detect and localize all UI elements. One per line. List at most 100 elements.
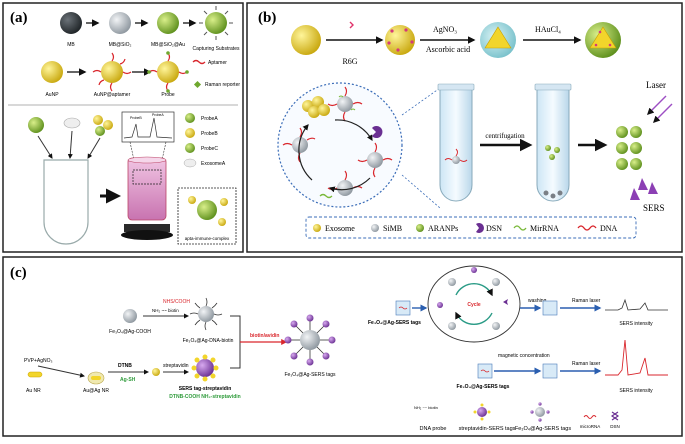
label-r6g: R6G — [342, 57, 357, 66]
label-fe-sers-top: Fe₃O₄@Ag-SERS tags — [368, 320, 421, 326]
tube-2 — [534, 83, 572, 202]
label-probe: Probe — [161, 92, 175, 98]
tube-1 — [437, 83, 475, 202]
label-sers-tag: SERS tag-streptavidin — [179, 386, 232, 392]
laser-arrows — [647, 95, 673, 123]
label-haucl4: HAuCl₄ — [535, 25, 561, 34]
spectrum-bottom — [605, 339, 668, 376]
label-mb-sio2: MB@SiO₂ — [109, 42, 132, 48]
exosome-cluster — [302, 96, 330, 118]
label-pvp: PVP+AgNO₃ — [24, 358, 53, 364]
cuvette-top — [542, 300, 558, 316]
legend-dna: DNA — [600, 224, 618, 233]
legend-dsn-c: DSN — [610, 424, 620, 429]
label-magnetic: magnetic concentration — [498, 353, 550, 359]
probe-icon — [147, 51, 189, 93]
label-raman-2: Raman laser — [572, 361, 601, 367]
magnet-tube — [121, 156, 173, 240]
label-aunp-aptamer: AuNP@aptamer — [94, 92, 131, 98]
probe-list-exosome: ExosomeA — [201, 161, 226, 167]
aptamer-icon — [192, 59, 206, 65]
label-centrifugation: centrifugation — [485, 132, 525, 140]
legend-mini: NH₂ ~~ biotin — [414, 405, 438, 410]
label-mb: MB — [67, 42, 75, 48]
arrow-icon — [37, 135, 53, 159]
label-dtnb-cooh: DTNB-COOH NH₂-streptavidin — [169, 394, 240, 400]
spectrum-inset: ProbeB ProbeA — [121, 111, 175, 143]
gold-nanoparticle — [291, 25, 321, 55]
label-au-nr: Au NR — [26, 388, 41, 394]
label-ag-sh: Ag-SH — [120, 377, 136, 383]
legend-box — [305, 216, 637, 239]
legend-dsn: DSN — [486, 224, 502, 233]
label-sers-intensity-1: SERS intensity — [619, 321, 653, 327]
label-au-ag-nr: Au@Ag NR — [83, 388, 109, 394]
sers-emission — [630, 178, 658, 200]
magnet-box-bottom — [477, 363, 493, 379]
label-agno3: AgNO₃ — [433, 25, 457, 34]
complex-box: apta-immune-complex — [177, 187, 237, 245]
r6g-gold-particle — [385, 25, 415, 55]
mb-sio2-sphere — [109, 12, 131, 34]
panel-c: (c) Fe₃O₄@Ag-COOH NHS/COOH NH₂ ~~ biotin… — [2, 256, 683, 437]
mb-sio2-au-sphere — [157, 12, 179, 34]
legend-streptavidin-icon — [473, 403, 491, 421]
panel-b-letter: (b) — [258, 10, 276, 26]
mixture-spheres — [28, 115, 113, 136]
mb-sphere — [60, 12, 82, 34]
legend-aptamer: Aptamer — [208, 60, 227, 66]
raman-reporter-icon — [193, 80, 202, 89]
probe-list-a: ProbeA — [201, 116, 218, 122]
label-cycle: Cycle — [467, 302, 481, 308]
cuvette-bottom — [542, 363, 558, 379]
spectrum-top — [605, 298, 668, 311]
label-streptavidin: streptavidin — [163, 363, 189, 369]
legend-mirrna: MirRNA — [530, 224, 559, 233]
r6g-icon — [349, 21, 354, 29]
label-fe-dna: Fe₃O₄@Ag-DNA-biotin — [183, 338, 234, 344]
capturing-substrate-icon — [199, 6, 233, 40]
panel-a: (a) MB MB@SiO₂ MB@SiO₂@Au Capturing Subs… — [2, 2, 244, 253]
ag-shell-particle — [480, 22, 516, 58]
label-nhs: NHS/COOH — [163, 299, 190, 305]
legend-dna-probe: DNA probe — [420, 426, 447, 432]
fe-dna-biotin — [189, 297, 223, 331]
au-ag-nr — [87, 371, 105, 385]
label-mb-sio2-au: MB@SiO₂@Au — [151, 42, 185, 48]
sers-tag-particle — [191, 354, 219, 382]
label-nh2-biotin: NH₂ ~~ biotin — [152, 308, 179, 313]
panel-c-letter: (c) — [10, 265, 27, 281]
spectrum-label-a: ProbeA — [152, 113, 164, 117]
probe-list-b: ProbeB — [201, 131, 218, 137]
aunp-aptamer-icon — [92, 52, 132, 92]
label-biotin-avidin: biotin/avidin — [250, 333, 279, 339]
aranp-cluster — [616, 126, 642, 170]
au-nr-rod — [27, 371, 43, 378]
label-washing: washing — [528, 298, 547, 304]
label-laser: Laser — [646, 80, 666, 90]
label-capturing: Capturing Substrates — [193, 46, 240, 52]
legend-aranps: ARANPs — [428, 224, 458, 233]
arrow-icon — [67, 130, 73, 159]
label-aunp: AuNP — [45, 92, 59, 98]
legend-streptavidin-tags: streptavidin-SERS tags — [459, 426, 516, 432]
legend-raman: Raman reporter — [205, 82, 240, 88]
label-sers-b: SERS — [643, 203, 665, 213]
test-tube — [43, 159, 89, 245]
panel-b: (b) R6G AgNO₃ Ascorbic acid HAuCl₄ — [246, 2, 683, 253]
label-raman-1: Raman laser — [572, 298, 601, 304]
aunp-sphere — [41, 61, 63, 83]
label-fe-cooh: Fe₃O₄@Ag-COOH — [109, 329, 151, 335]
label-fe-sers: Fe₃O₄@Ag-SERS tags — [284, 372, 336, 378]
aranp-particle — [585, 22, 621, 58]
label-sers-intensity-2: SERS intensity — [619, 388, 653, 394]
complex-label: apta-immune-complex — [185, 236, 230, 241]
arrow-icon — [87, 137, 101, 159]
legend-dsn-icon — [610, 411, 620, 421]
spectrum-label-b: ProbeB — [130, 116, 142, 120]
probe-list-c: ProbeC — [201, 146, 218, 152]
fe-cooh-sphere — [123, 309, 137, 323]
label-ascorbic: Ascorbic acid — [426, 45, 470, 54]
legend-simb: SiMB — [383, 224, 402, 233]
